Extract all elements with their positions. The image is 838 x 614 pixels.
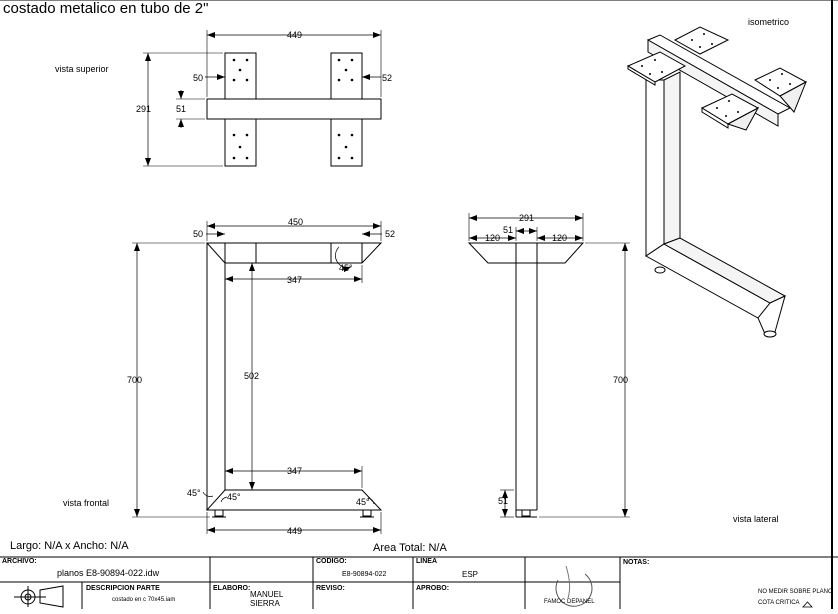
archivo-value: planos E8-90894-022.idw bbox=[57, 568, 160, 578]
dim-side-right: 120 bbox=[552, 233, 567, 243]
dim-side-left: 120 bbox=[485, 233, 500, 243]
label-isometrico: isometrico bbox=[748, 17, 790, 27]
critical-dimension-icon bbox=[802, 601, 813, 608]
company-logo-icon bbox=[555, 565, 593, 607]
elaboro-label: ELABORO: bbox=[213, 585, 251, 592]
drawing-title: costado metalico en tubo de 2" bbox=[3, 0, 209, 17]
label-vista-frontal: vista frontal bbox=[63, 498, 110, 508]
dim-top-width: 449 bbox=[287, 30, 302, 40]
elaboro-value-2: SIERRA bbox=[250, 599, 280, 608]
linea-label: LINEA bbox=[416, 558, 437, 565]
archivo-label: ARCHIVO: bbox=[2, 558, 37, 565]
logo-text: FAMOC DEPANEL bbox=[544, 599, 595, 605]
front-view bbox=[132, 221, 383, 534]
dim-side-height: 700 bbox=[613, 375, 628, 385]
notas-label: NOTAS: bbox=[623, 559, 650, 566]
dim-front-inner-top: 347 bbox=[287, 275, 302, 285]
linea-value: ESP bbox=[462, 570, 479, 579]
dim-front-inner-height: 502 bbox=[244, 371, 259, 381]
dim-side-foot: 51 bbox=[498, 496, 508, 506]
area-total-text: Area Total: N/A bbox=[373, 542, 447, 554]
dim-side-width: 291 bbox=[519, 213, 534, 223]
projection-symbol-icon bbox=[14, 585, 64, 608]
isometric-view bbox=[626, 26, 808, 338]
dim-front-angle-br: 45° bbox=[356, 497, 370, 507]
elaboro-value-1: MANUEL bbox=[250, 590, 284, 599]
descripcion-value: costado en c 70x45.iam bbox=[112, 597, 176, 603]
aprobo-label: APROBO: bbox=[416, 585, 450, 592]
dim-top-right-plate: 52 bbox=[382, 73, 392, 83]
codigo-label: CODIGO: bbox=[316, 558, 347, 565]
title-block bbox=[0, 556, 838, 609]
side-view-dimensions: 291 120 51 120 700 51 bbox=[485, 213, 628, 506]
side-view bbox=[467, 213, 630, 518]
note-no-medir: NO MEDIR SOBRE PLANO bbox=[758, 589, 833, 595]
label-vista-lateral: vista lateral bbox=[733, 514, 779, 524]
dim-front-right-offset: 52 bbox=[385, 229, 395, 239]
dim-top-depth: 291 bbox=[136, 104, 151, 114]
dim-top-tube: 51 bbox=[176, 104, 186, 114]
codigo-value: E8-90894-022 bbox=[342, 571, 387, 578]
reviso-label: REVISO: bbox=[316, 585, 345, 592]
dim-side-center: 51 bbox=[503, 225, 513, 235]
dim-front-angle-bl-inner: 45° bbox=[227, 492, 241, 502]
dim-top-left-plate: 50 bbox=[193, 73, 203, 83]
dim-front-width-top: 450 bbox=[288, 217, 303, 227]
label-vista-superior: vista superior bbox=[55, 64, 109, 74]
top-view bbox=[143, 30, 382, 167]
dim-front-height: 700 bbox=[127, 375, 142, 385]
dim-front-width-bottom: 449 bbox=[287, 526, 302, 536]
dim-front-angle-bl-outer: 45° bbox=[187, 488, 201, 498]
dim-front-inner-bottom: 347 bbox=[287, 466, 302, 476]
top-view-bolt-holes bbox=[232, 58, 354, 160]
front-view-dimensions: 450 50 52 347 347 700 502 45° 45° 45° 45… bbox=[127, 217, 395, 536]
iso-bolt-holes bbox=[641, 33, 791, 117]
note-cota-critica: COTA CRITICA bbox=[758, 600, 800, 606]
largo-ancho-text: Largo: N/A x Ancho: N/A bbox=[10, 540, 129, 552]
top-view-dimensions: 449 291 50 52 51 bbox=[136, 30, 392, 114]
dim-front-angle-tr: 45° bbox=[339, 263, 353, 273]
descripcion-label: DESCRIPCION PARTE bbox=[86, 585, 160, 592]
dim-front-left-offset: 50 bbox=[193, 229, 203, 239]
